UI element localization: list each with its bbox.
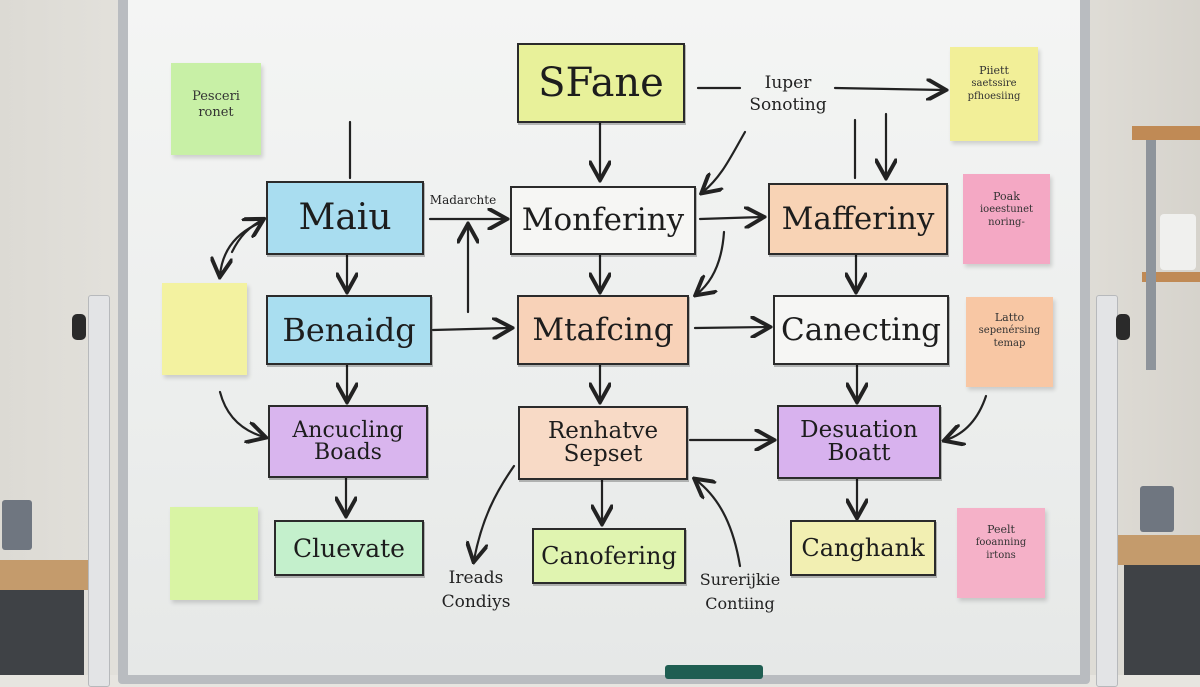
- sticky-note-top-right: Piiett saetssire pfhoesiing: [950, 47, 1038, 141]
- label-line: Condiys: [441, 592, 511, 612]
- sticky-note-top-left: Pesceri ronet: [171, 63, 261, 155]
- label-surerijkie-contiing: Surerijkie Contiing: [688, 568, 792, 616]
- note-line: sepenérsing: [978, 325, 1041, 336]
- note-line: Latto: [994, 311, 1025, 324]
- note-line: noring-: [988, 217, 1025, 228]
- left-pen-cup: [2, 500, 32, 550]
- box-mafferiny: Mafferiny: [768, 183, 948, 255]
- box-label: Mafferiny: [781, 200, 935, 237]
- wall-shelf-upper: [1132, 126, 1200, 140]
- box-monferiny: Monferiny: [510, 186, 696, 255]
- box-mtafcing: Mtafcing: [517, 295, 689, 365]
- label-line: Iuper: [764, 73, 812, 93]
- box-benaidg: Benaidg: [266, 295, 432, 365]
- box-label: Canghank: [801, 534, 925, 562]
- arrow-curved-maiu-top: [230, 220, 262, 254]
- note-line: saetssire: [971, 78, 1017, 89]
- box-renhatve: Renhatve Sepset: [518, 406, 688, 480]
- box-label: Cluevate: [293, 533, 405, 563]
- arrow-curve-to-mtafcing: [697, 230, 726, 294]
- note-line: temap: [993, 338, 1026, 349]
- left-desk-leg: [0, 590, 84, 675]
- arrow-monferiny-to-mafferiny: [698, 217, 762, 219]
- note-line: fooanning: [975, 537, 1027, 548]
- box-label: Desuation: [800, 417, 918, 443]
- note-line: irtons: [986, 550, 1016, 561]
- box-label: Benaidg: [282, 311, 416, 349]
- right-desk-leg: [1124, 565, 1200, 675]
- box-sfane: SFane: [517, 43, 685, 123]
- sticky-note-orange: Latto sepenérsing temap: [966, 297, 1053, 387]
- box-canofering: Canofering: [532, 528, 686, 584]
- shelf-upright: [1146, 140, 1156, 370]
- sticky-note-bottom-left: [170, 507, 258, 600]
- arrow-iuper-to-monferiny: [703, 130, 747, 192]
- arrow-curve-to-ireads: [474, 464, 516, 560]
- shelf-jar: [1160, 214, 1196, 270]
- box-label: Renhatve: [547, 418, 659, 444]
- arrow-curve-to-ancucling: [218, 390, 264, 437]
- box-label: Mtafcing: [532, 311, 674, 348]
- note-line: ronet: [198, 105, 234, 120]
- arrow-curve-to-desuation: [946, 394, 988, 440]
- right-desk: [1116, 535, 1200, 565]
- label-ireads-condiys: Ireads Condiys: [428, 566, 524, 614]
- arrow-curved-maiu: [220, 220, 264, 275]
- left-desk: [0, 560, 92, 590]
- box-canghank: Canghank: [790, 520, 936, 576]
- label-line: Sonoting: [749, 95, 827, 115]
- right-pen-cup: [1140, 486, 1174, 532]
- note-line: Peelt: [987, 523, 1015, 536]
- box-maiu: Maiu: [266, 181, 424, 255]
- box-label: Boads: [314, 439, 382, 465]
- box-desuation: Desuation Boatt: [777, 405, 941, 479]
- note-line: ioeestunet: [979, 204, 1034, 215]
- sticky-note-mid-left: [162, 283, 247, 375]
- sticky-note-pink-upper: Poak ioeestunet noring-: [963, 174, 1050, 264]
- right-stand-knob: [1116, 314, 1130, 340]
- label-line: Surerijkie: [699, 570, 781, 589]
- box-label: Canofering: [541, 542, 677, 570]
- box-cluevate: Cluevate: [274, 520, 424, 576]
- arrow-curve-double: [696, 480, 742, 568]
- box-label: Sepset: [563, 441, 643, 467]
- box-label: Canecting: [780, 311, 942, 348]
- arrow-to-top-right-note: [833, 88, 944, 90]
- note-line: Pesceri: [192, 89, 240, 104]
- arrow-mtafcing-to-canecting: [693, 327, 768, 328]
- box-label: Monferiny: [521, 202, 685, 238]
- box-label: Boatt: [827, 440, 891, 466]
- note-line: Piiett: [979, 64, 1009, 77]
- box-ancucling: Ancucling Boads: [268, 405, 428, 478]
- label-line: Ireads: [448, 568, 504, 588]
- left-stand-knob: [72, 314, 86, 340]
- label-iuper-sonoting: Iuper Sonoting: [740, 72, 836, 116]
- note-line: Poak: [993, 190, 1020, 203]
- box-label: SFane: [538, 60, 664, 106]
- box-canecting: Canecting: [773, 295, 949, 365]
- wall-shelf-lower: [1142, 272, 1200, 282]
- arrow-benaidg-to-mtafcing: [431, 328, 510, 330]
- sticky-note-pink-lower: Peelt fooanning irtons: [957, 508, 1045, 598]
- label-madarchte: Madarchte: [429, 193, 497, 207]
- label-line: Contiing: [705, 594, 775, 613]
- box-label: Ancucling: [292, 417, 404, 443]
- box-label: Maiu: [298, 197, 392, 238]
- note-line: pfhoesiing: [967, 91, 1021, 102]
